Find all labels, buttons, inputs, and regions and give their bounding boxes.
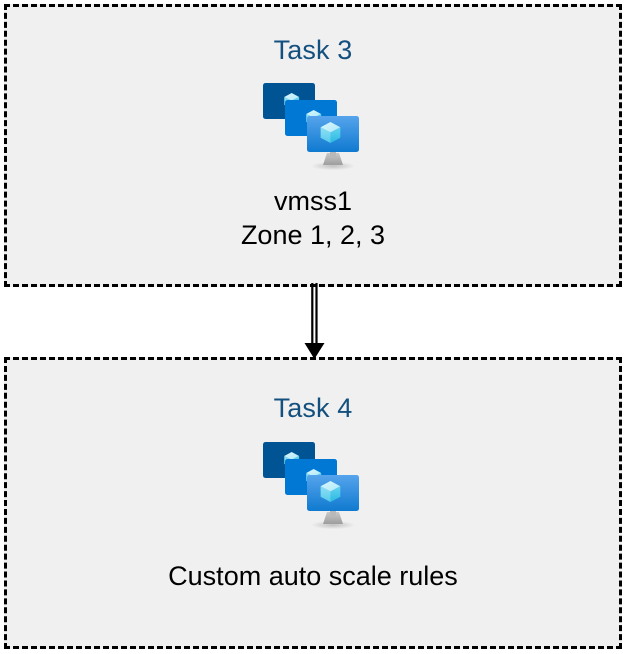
task-3-caption-line-1: vmss1 — [273, 186, 352, 217]
task-box-content: Task 4 — [7, 360, 619, 646]
vm-scale-set-icon — [261, 438, 365, 530]
task-box-content: Task 3 — [7, 7, 619, 284]
vm-scale-set-icon — [261, 79, 365, 171]
task-4-caption: Custom auto scale rules — [168, 560, 458, 594]
task-4-caption-line-1: Custom auto scale rules — [168, 561, 458, 592]
task-box-task-3[interactable]: Task 3 — [4, 4, 622, 287]
task-3-caption: vmss1 Zone 1, 2, 3 — [241, 185, 385, 253]
arrow-down-connector — [296, 283, 332, 361]
task-3-heading: Task 3 — [273, 35, 353, 65]
task-box-task-4[interactable]: Task 4 — [4, 357, 622, 649]
task-3-caption-line-2: Zone 1, 2, 3 — [240, 219, 386, 250]
task-4-heading: Task 4 — [273, 393, 353, 423]
